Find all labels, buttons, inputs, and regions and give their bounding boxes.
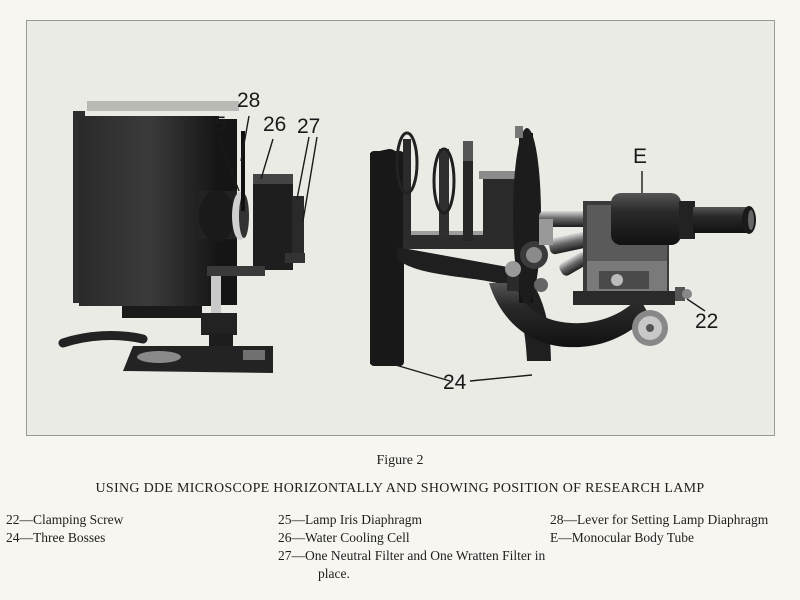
callout-22: 22 <box>695 310 718 333</box>
research-lamp <box>58 101 305 373</box>
microscope <box>370 126 756 366</box>
legend-item-22: 22—Clamping Screw <box>6 512 124 527</box>
legend-column-3: 28—Lever for Setting Lamp Diaphragm E—Mo… <box>550 511 798 547</box>
callout-25: 25 <box>203 113 226 136</box>
leader-lines <box>218 115 706 382</box>
figure-photograph: 25 28 26 27 E 22 24 <box>26 20 775 436</box>
legend-item-e: E—Monocular Body Tube <box>550 530 695 545</box>
figure-title: USING DDE MICROSCOPE HORIZONTALLY AND SH… <box>95 481 705 496</box>
legend-item-27: 27—One Neutral Filter and One Wratten Fi… <box>278 548 546 581</box>
legend-item-25: 25—Lamp Iris Diaphragm <box>278 512 422 527</box>
callout-26: 26 <box>263 113 286 136</box>
callout-28: 28 <box>237 89 260 112</box>
callout-e: E <box>633 145 647 168</box>
figure-number: Figure 2 <box>376 453 424 468</box>
legend-item-24: 24—Three Bosses <box>6 530 106 545</box>
callout-27: 27 <box>297 115 320 138</box>
legend-column-2: 25—Lamp Iris Diaphragm 26—Water Cooling … <box>278 511 548 583</box>
callout-24: 24 <box>443 371 467 394</box>
legend-column-1: 22—Clamping Screw 24—Three Bosses <box>6 511 266 547</box>
legend-item-28: 28—Lever for Setting Lamp Diaphragm <box>550 512 769 527</box>
legend-item-26: 26—Water Cooling Cell <box>278 530 410 545</box>
